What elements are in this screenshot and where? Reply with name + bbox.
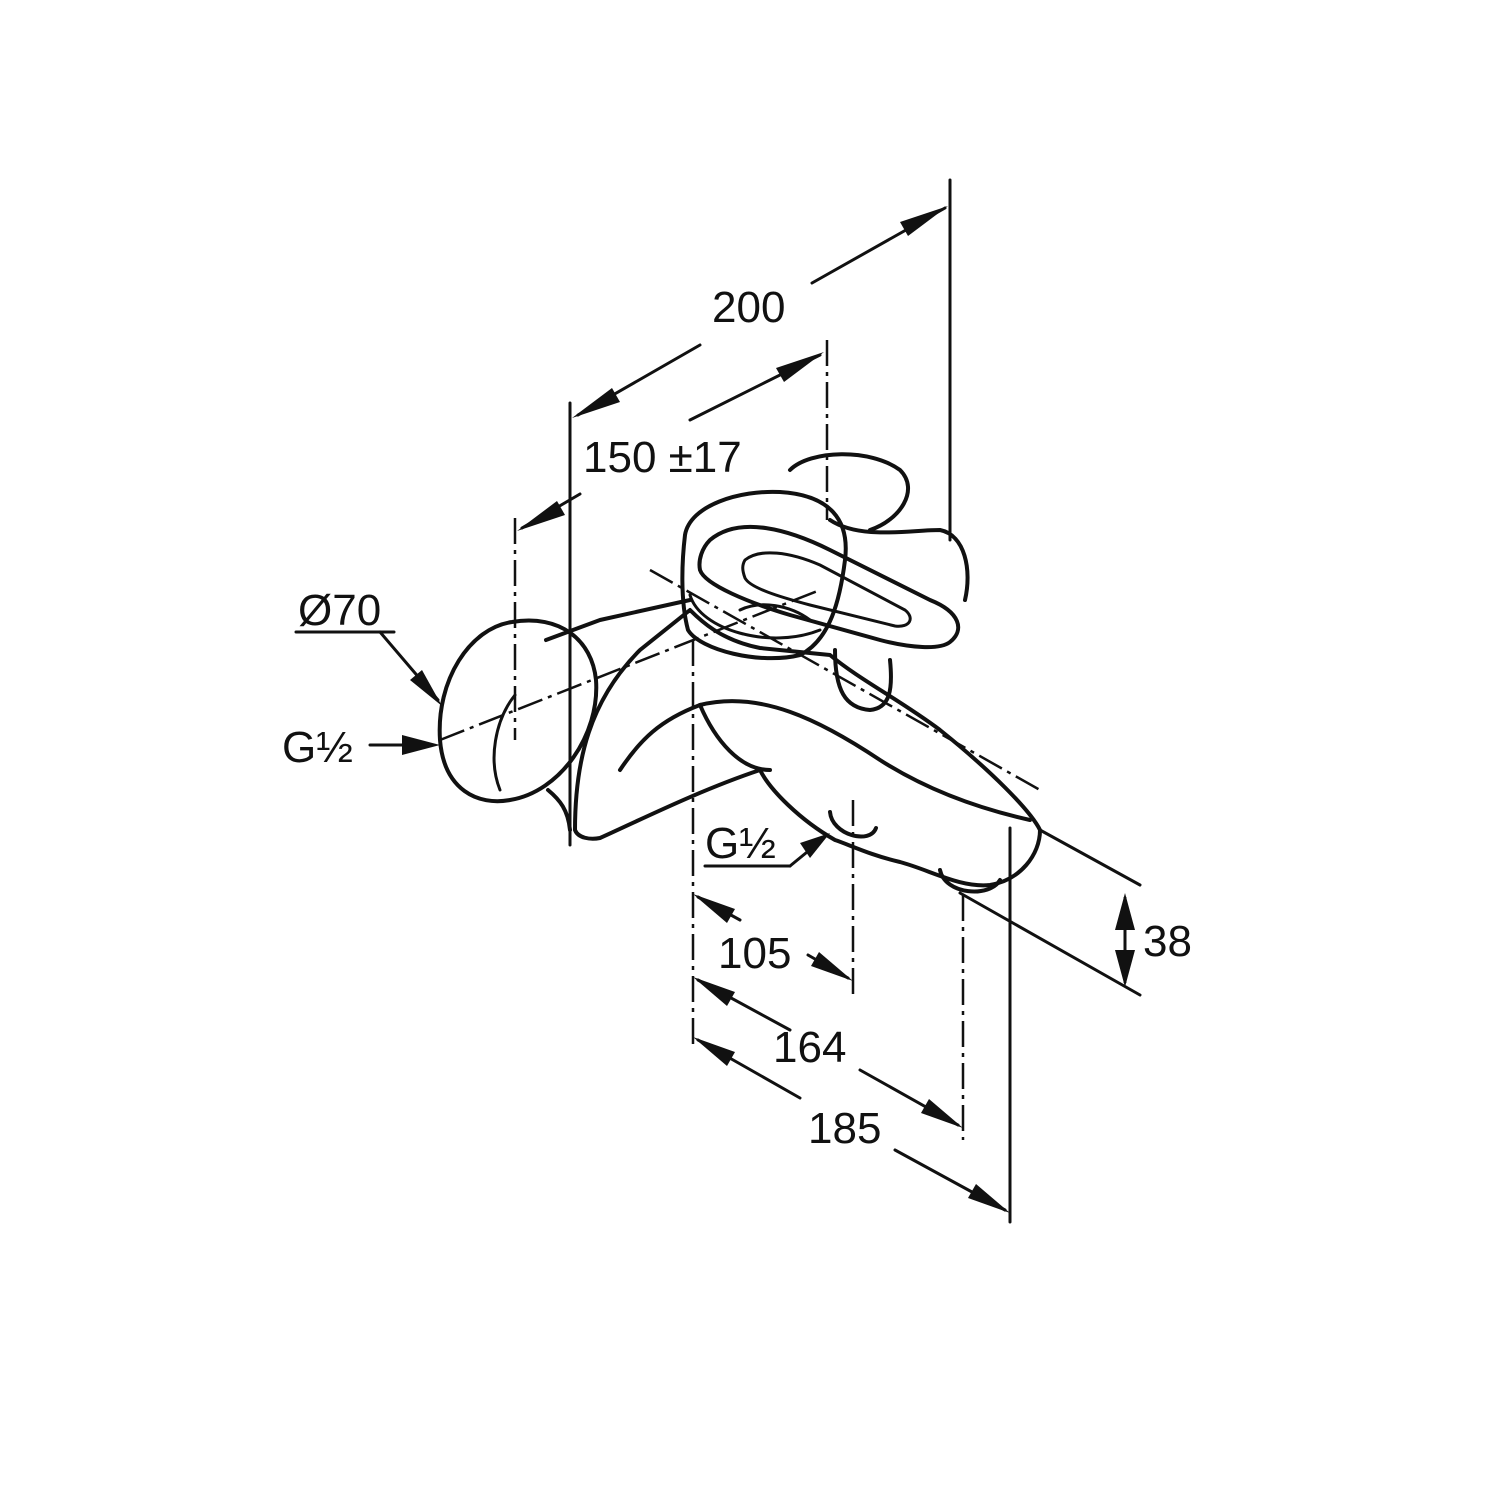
label-150: 150 ±17 bbox=[583, 433, 742, 482]
dimension-lines bbox=[294, 206, 1135, 1213]
inlet-arm bbox=[544, 598, 692, 642]
dim-70-arrow bbox=[410, 670, 442, 706]
label-105: 105 bbox=[718, 929, 791, 978]
label-164: 164 bbox=[773, 1023, 846, 1072]
inlet-g12-arrow bbox=[402, 735, 440, 755]
dim-150-arrow-start bbox=[517, 501, 565, 531]
cartridge-cap-rim bbox=[688, 593, 822, 640]
dim38-upper-extension bbox=[1038, 828, 1142, 887]
dim-38-arrow-top bbox=[1115, 893, 1135, 930]
spout-axis-centreline bbox=[649, 568, 1041, 792]
cartridge-cap bbox=[680, 489, 848, 661]
inlet-arm-lower bbox=[546, 788, 572, 832]
dim-200-arrow-end bbox=[900, 206, 948, 236]
mixer-body bbox=[573, 608, 1042, 888]
dim-185-arrow-start bbox=[693, 1037, 735, 1066]
main-axis-centreline bbox=[439, 588, 821, 742]
dim-150-arrow-end bbox=[776, 352, 824, 382]
lever-handle bbox=[697, 525, 961, 650]
spout-top bbox=[698, 699, 1032, 822]
dim-38-arrow-bottom bbox=[1115, 950, 1135, 987]
dim-164-arrow-start bbox=[693, 977, 735, 1006]
dim-105-arrow-start bbox=[693, 894, 735, 923]
label-200: 200 bbox=[712, 283, 785, 332]
extension-lines bbox=[513, 178, 1012, 1224]
outlet-g12-arrow bbox=[800, 833, 830, 858]
dim-200-arrow-start bbox=[572, 388, 620, 418]
lever-loop-opening bbox=[741, 551, 912, 628]
bottom-outlet-stub bbox=[828, 810, 878, 839]
faucet-outline bbox=[437, 452, 1042, 894]
label-diameter-70: Ø70 bbox=[298, 586, 381, 635]
dimension-labels: 200 150 ±17 Ø70 G½ G½ 105 164 185 38 bbox=[282, 283, 1192, 1153]
lever-neck bbox=[833, 648, 893, 712]
dim38-lower-extension bbox=[958, 891, 1142, 997]
spout-side bbox=[618, 703, 702, 772]
spout-front bbox=[698, 703, 772, 772]
label-185: 185 bbox=[808, 1104, 881, 1153]
centre-lines bbox=[439, 568, 1142, 997]
label-outlet-g12: G½ bbox=[705, 819, 776, 868]
rear-housing bbox=[828, 518, 970, 602]
label-38: 38 bbox=[1143, 917, 1192, 966]
lever-neck-shadow bbox=[738, 603, 812, 622]
rosette-inner-edge bbox=[492, 693, 517, 792]
label-inlet-g12: G½ bbox=[282, 723, 353, 772]
dim-185-arrow-end bbox=[968, 1184, 1010, 1213]
rear-dome bbox=[788, 452, 911, 532]
dim-105-arrow-end bbox=[811, 952, 853, 981]
spout-outlet bbox=[938, 868, 1002, 894]
dim-164-arrow-end bbox=[921, 1099, 963, 1128]
wall-rosette bbox=[437, 618, 599, 804]
